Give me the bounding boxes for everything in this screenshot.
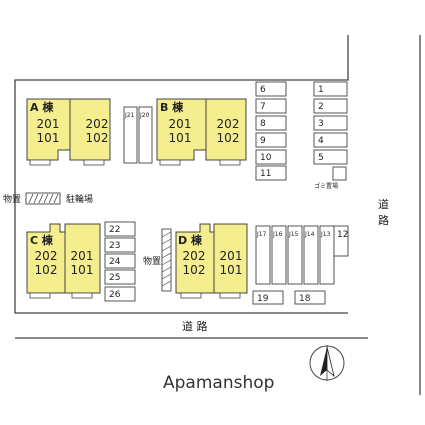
storage-label-right: 物置 [143,255,161,267]
unit-a-102: 102 [86,131,109,145]
parking-slot-j17: J17 [256,231,267,238]
parking-slot-8: 8 [260,119,266,129]
unit-d-102: 102 [183,263,206,277]
bicycle-parking: 物置 駐輪場 [3,192,93,205]
parking-slot-12: 12 [337,230,348,240]
unit-d-201: 201 [220,249,243,263]
parking-slot-4: 4 [318,136,324,146]
site-boundary [14,35,349,314]
unit-a-201: 201 [37,117,60,131]
parking-slot-j15: J15 [288,231,299,238]
parking-slot-10: 10 [260,153,272,163]
unit-b-202: 202 [217,117,240,131]
road-label-right-2: 路 [378,214,389,227]
parking-slot-23: 23 [109,241,120,251]
parking-group-j13-j17: J17 J16 J15 J14 J13 12 [255,225,348,285]
parking-slot-19: 19 [257,294,269,304]
parking-slot-11: 11 [260,169,271,179]
building-b: B 棟 201 202 101 102 [156,98,247,166]
parking-slot-5: 5 [318,153,324,163]
garbage-area: ゴミ置場 [314,166,347,190]
unit-d-202: 202 [183,249,206,263]
building-a: A 棟 201 202 101 102 [26,98,111,166]
parking-slot-6: 6 [260,85,266,95]
parking-group-6-11: 6 7 8 9 10 11 [255,81,287,181]
unit-b-102: 102 [217,131,240,145]
building-d-label: D 棟 [178,233,203,247]
storage-label-left: 物置 [3,193,21,205]
unit-b-101: 101 [169,131,192,145]
parking-slot-25: 25 [109,273,120,283]
north-arrow-icon [309,345,345,381]
bicycle-parking-label: 駐輪場 [66,193,93,205]
parking-slot-26: 26 [109,290,121,300]
unit-b-201: 201 [169,117,192,131]
building-a-label: A 棟 [30,100,54,114]
building-b-label: B 棟 [160,100,184,114]
parking-slot-j21: J21 [124,112,135,119]
parking-slot-j13: J13 [320,231,331,238]
parking-slot-j14: J14 [304,231,315,238]
building-c-label: C 棟 [30,233,54,247]
parking-group-22-26: 22 23 24 25 26 [104,221,136,302]
parking-slot-j20: J20 [139,112,150,119]
unit-a-101: 101 [37,131,60,145]
parking-group-18-19: 19 18 [252,290,326,305]
unit-d-101: 101 [220,263,243,277]
unit-c-201: 201 [71,249,94,263]
brand-logo: Apamanshop [163,373,274,393]
unit-c-101: 101 [71,263,94,277]
parking-slot-18: 18 [299,294,311,304]
building-d: D 棟 202 201 102 101 [175,223,248,299]
parking-slot-2: 2 [318,102,324,112]
unit-a-202: 202 [86,117,109,131]
parking-slot-3: 3 [318,119,324,129]
unit-c-102: 102 [35,263,58,277]
parking-slot-j16: J16 [272,231,283,238]
parking-slot-22: 22 [109,225,120,235]
storage-right: 物置 [143,228,172,292]
unit-c-202: 202 [35,249,58,263]
parking-group-j20-j21: J21 J20 [123,106,153,164]
road-label-right-1: 道 [378,197,389,211]
parking-slot-9: 9 [260,136,266,146]
parking-slot-1: 1 [318,85,324,95]
building-c: C 棟 202 201 102 101 [26,223,101,299]
parking-slot-24: 24 [109,257,121,267]
parking-group-1-5: 1 2 3 4 5 [313,81,348,165]
parking-slot-7: 7 [260,102,266,112]
garbage-label: ゴミ置場 [314,182,338,190]
road-label-bottom: 道 路 [182,319,208,333]
